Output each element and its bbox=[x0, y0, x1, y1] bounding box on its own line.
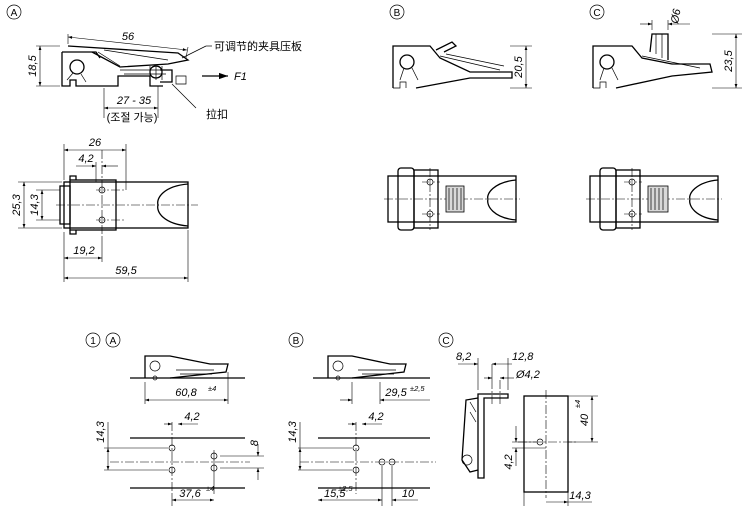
mount-a: 1 A 60,8 ±4 14,3 4,2 8 37,6 bbox=[85, 332, 264, 506]
dim-a-18-5: 18,5 bbox=[27, 54, 39, 76]
view-c-badge-circle bbox=[589, 4, 605, 20]
dim-plan-19-2: 19,2 bbox=[73, 245, 94, 257]
dim-mount-a-8: 8 bbox=[249, 439, 261, 446]
view-b-badge-circle bbox=[389, 4, 405, 20]
view-b-plan bbox=[384, 167, 520, 231]
dim-mount-a-60-8-tol: ±4 bbox=[208, 384, 216, 393]
mount-b-badge: B bbox=[293, 336, 300, 347]
dim-mount-c-12-8: 12,8 bbox=[512, 351, 534, 363]
dim-mount-b-4-2: 4,2 bbox=[368, 411, 383, 423]
dim-plan-59-5: 59,5 bbox=[115, 265, 137, 277]
dim-a-56: 56 bbox=[122, 31, 135, 43]
dim-mount-b-29-5: 29,5 bbox=[384, 387, 407, 399]
view-a-badge-circle bbox=[6, 4, 22, 20]
view-a-side: A 56 18,5 27 - 35 (조절 가능) 可调节的夹具压板 bbox=[6, 4, 302, 124]
dim-mount-a-37-6-tol: ±4 bbox=[206, 484, 214, 493]
view-c-badge: C bbox=[593, 8, 600, 19]
mount-c-badge: C bbox=[442, 336, 449, 347]
view-b-badge: B bbox=[394, 8, 401, 19]
dim-plan-4-2: 4,2 bbox=[78, 153, 93, 165]
label-clamp-plate: 可调节的夹具压板 bbox=[214, 39, 302, 53]
label-force-f1: F1 bbox=[234, 71, 247, 83]
dim-c-23-5: 23,5 bbox=[723, 49, 735, 72]
dim-mount-c-40: 40 bbox=[579, 413, 591, 426]
view-c-plan bbox=[586, 167, 722, 231]
dim-plan-14-3: 14,3 bbox=[29, 193, 41, 215]
label-pull-latch: 拉扣 bbox=[206, 107, 228, 121]
mount-one-badge: 1 bbox=[90, 336, 96, 347]
dim-plan-25-3: 25,3 bbox=[11, 193, 23, 216]
mount-a-badge: A bbox=[110, 336, 117, 347]
mount-b: B 29,5 ±2,5 14,3 4,2 15,5 ±2,5 10 bbox=[287, 332, 436, 506]
dim-mount-b-29-5-tol: ±2,5 bbox=[410, 384, 425, 393]
label-adjustable: (조절 가능) bbox=[107, 111, 158, 124]
view-a-badge: A bbox=[11, 8, 18, 19]
dim-mount-c-40-tol: ±4 bbox=[573, 400, 582, 408]
dim-mount-b-10: 10 bbox=[402, 488, 415, 500]
dim-mount-c-d4-2: Ø4,2 bbox=[515, 369, 540, 381]
dim-mount-b-15-5: 15,5 bbox=[324, 488, 346, 500]
dim-mount-b-15-5-tol: ±2,5 bbox=[338, 484, 353, 493]
dim-mount-a-37-6: 37,6 bbox=[179, 488, 201, 500]
view-b-side: B 20,5 bbox=[389, 4, 532, 89]
dim-a-27-35: 27 - 35 bbox=[116, 95, 152, 107]
dim-mount-c-4-2b: 4,2 bbox=[503, 454, 515, 469]
view-a-plan: 26 4,2 25,3 14,3 19,2 59,5 bbox=[11, 137, 198, 282]
dim-mount-a-4-2: 4,2 bbox=[184, 411, 199, 423]
dim-b-20-5: 20,5 bbox=[513, 55, 525, 78]
dim-c-dia-6: Ø6 bbox=[669, 7, 684, 25]
dim-mount-b-14-3: 14,3 bbox=[287, 420, 299, 442]
mount-c: C 8,2 12,8 Ø4,2 40 ±4 4,2 1 bbox=[438, 332, 598, 506]
dim-mount-a-60-8: 60,8 bbox=[175, 387, 197, 399]
view-c-side: C Ø6 23,5 bbox=[589, 4, 742, 89]
dim-mount-c-8-2: 8,2 bbox=[456, 351, 471, 363]
dim-plan-26: 26 bbox=[88, 137, 102, 149]
dim-mount-a-14-3: 14,3 bbox=[95, 420, 107, 442]
dim-mount-c-14-3: 14,3 bbox=[569, 490, 591, 502]
